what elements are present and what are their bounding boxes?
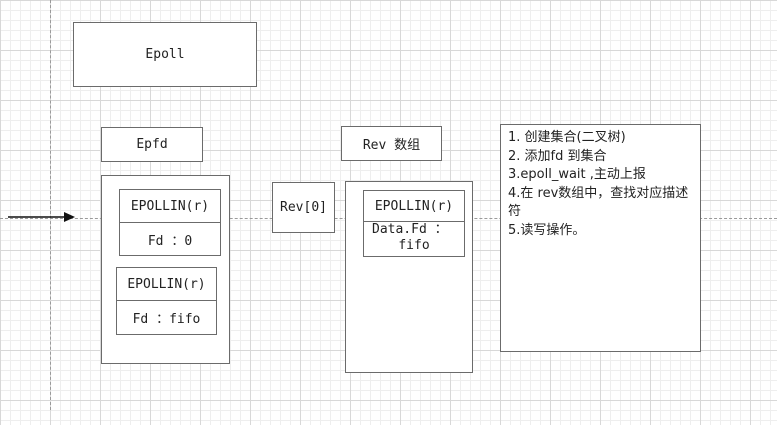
rev-array-container: EPOLLIN(r) Data.Fd ： fifo [345, 181, 473, 373]
rev-index-label: Rev[0] [280, 200, 327, 215]
step-item: 3.epoll_wait ,主动上报 [508, 167, 646, 182]
steps-note-box: 1. 创建集合(二叉树) 2. 添加fd 到集合 3.epoll_wait ,主… [500, 124, 701, 352]
epfd-entry-fd: Fd ：fifo [132, 312, 201, 327]
epfd-entry-event: EPOLLIN(r) [117, 268, 216, 301]
epfd-label-box: Epfd [101, 127, 203, 162]
rev-entry-fd-line1: Data.Fd ： [372, 222, 448, 237]
step-item: 4.在 rev数组中，查找对应描述符 [508, 185, 689, 220]
epfd-entry-fd: Fd ：0 [147, 233, 193, 249]
rev-array-label: Rev 数组 [362, 138, 421, 153]
rev-array-label-box: Rev 数组 [341, 126, 442, 161]
epfd-entry-event: EPOLLIN(r) [120, 190, 220, 223]
rev-entry: EPOLLIN(r) Data.Fd ： fifo [363, 190, 465, 257]
epfd-entry: EPOLLIN(r) Fd ：fifo [116, 267, 217, 335]
rev-index-box: Rev[0] [272, 182, 335, 233]
epoll-title: Epoll [145, 47, 185, 62]
rev-entry-fd: Data.Fd ： fifo [364, 222, 464, 256]
vertical-guide-line [50, 0, 51, 410]
step-item: 1. 创建集合(二叉树) [508, 130, 626, 145]
step-item: 2. 添加fd 到集合 [508, 148, 607, 164]
rev-entry-event: EPOLLIN(r) [364, 191, 464, 222]
rev-entry-fd-line2: fifo [398, 238, 430, 253]
epfd-label: Epfd [136, 137, 168, 152]
epfd-entry: EPOLLIN(r) Fd ：0 [119, 189, 221, 256]
step-item: 5.读写操作。 [508, 222, 586, 238]
epfd-container: EPOLLIN(r) Fd ：0 EPOLLIN(r) Fd ：fifo [101, 175, 230, 364]
epoll-title-box: Epoll [73, 22, 257, 87]
arrow-right-icon [8, 212, 75, 222]
